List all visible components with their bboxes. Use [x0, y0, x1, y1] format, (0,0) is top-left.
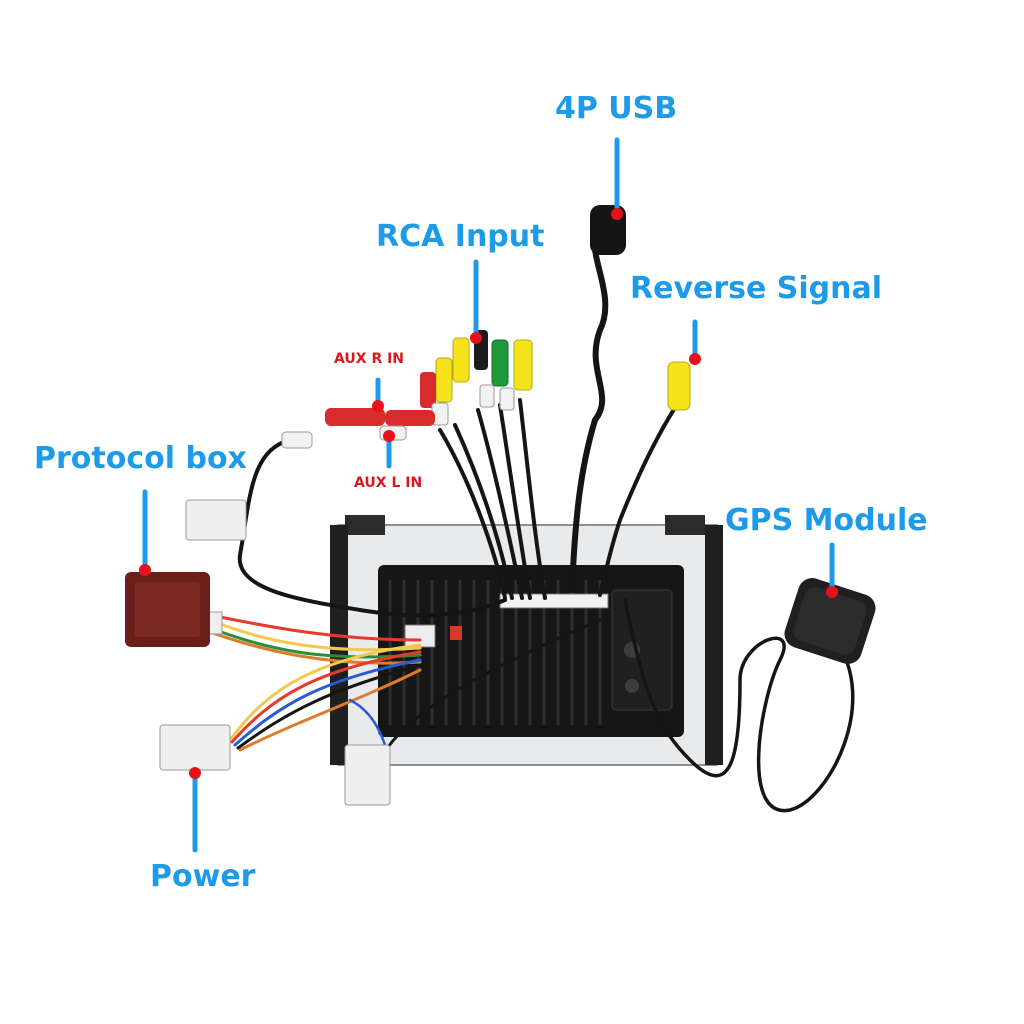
label-gps-module: GPS Module [725, 506, 928, 536]
marker-rca [470, 332, 482, 344]
marker-protocol [139, 564, 151, 576]
label-usb: 4P USB [555, 94, 677, 124]
label-aux-l-in: AUX L IN [354, 476, 422, 490]
label-protocol-box: Protocol box [34, 444, 247, 474]
label-reverse-signal: Reverse Signal [630, 274, 882, 304]
marker-aux-l [383, 430, 395, 442]
marker-aux-r [372, 400, 384, 412]
label-aux-r-in: AUX R IN [334, 352, 404, 366]
label-rca-input: RCA Input [376, 222, 544, 252]
label-power: Power [150, 862, 255, 892]
marker-gps [826, 586, 838, 598]
marker-power [189, 767, 201, 779]
marker-usb [611, 208, 623, 220]
marker-reverse [689, 353, 701, 365]
protocol-box [125, 572, 210, 647]
